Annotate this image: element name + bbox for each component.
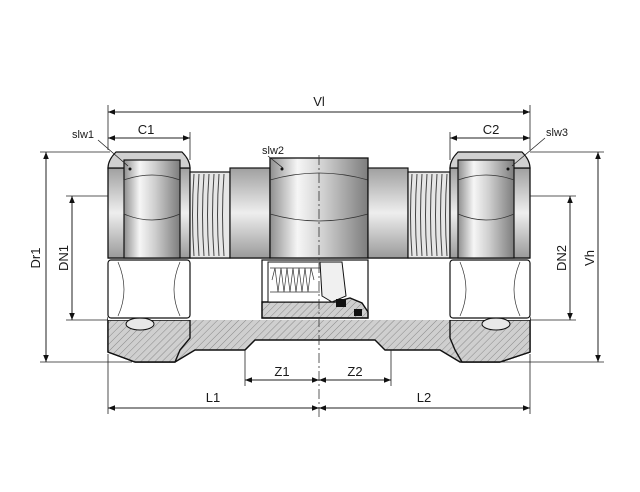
thread-groove [197, 173, 200, 257]
thread-groove [440, 173, 443, 257]
label-dr1: Dr1 [28, 248, 43, 269]
thread-groove [410, 173, 413, 257]
thread-groove [202, 173, 205, 257]
thread-groove [192, 173, 195, 257]
thread-groove [435, 173, 438, 257]
left-nut-lower-hex [107, 259, 191, 319]
label-z1: Z1 [274, 364, 289, 379]
thread-groove [425, 173, 428, 257]
label-z2: Z2 [347, 364, 362, 379]
label-c2: C2 [483, 122, 500, 137]
lower-section-view [107, 257, 531, 363]
thread-groove [217, 173, 220, 257]
upper-external-view [107, 151, 531, 259]
check-valve-spring [270, 267, 320, 293]
valve-seal-lower [354, 309, 362, 316]
label-slw1: slw1 [72, 129, 94, 141]
thread-groove [415, 173, 418, 257]
label-slw2: slw2 [262, 145, 284, 157]
thread-groove [212, 173, 215, 257]
label-slw3: slw3 [546, 127, 568, 139]
label-dn1: DN1 [56, 245, 71, 271]
thread-groove [445, 173, 448, 257]
thread-groove [420, 173, 423, 257]
label-dn2: DN2 [554, 245, 569, 271]
left-union-nut [107, 151, 191, 259]
thread-groove [430, 173, 433, 257]
label-c1: C1 [138, 122, 155, 137]
right-thread [407, 171, 451, 259]
valve-seal-upper [336, 299, 346, 307]
label-l2: L2 [417, 390, 431, 405]
center-nut-lower [261, 259, 369, 319]
dimensions: Vl C1 C2 slw1 slw2 slw3 Dr1 DN1 DN2 [28, 94, 604, 414]
label-l1: L1 [206, 390, 220, 405]
valve-disc [319, 261, 347, 303]
thread-groove [207, 173, 210, 257]
left-nut-section [107, 319, 191, 363]
left-seal-ring [125, 317, 155, 331]
label-vl: Vl [313, 94, 325, 109]
right-nut-section [449, 319, 531, 363]
thread-groove [222, 173, 225, 257]
label-vh: Vh [582, 250, 597, 266]
right-union-nut [449, 151, 531, 259]
right-nut-lower-hex [449, 259, 531, 319]
left-thread [189, 171, 231, 259]
right-seal-ring [481, 317, 511, 331]
